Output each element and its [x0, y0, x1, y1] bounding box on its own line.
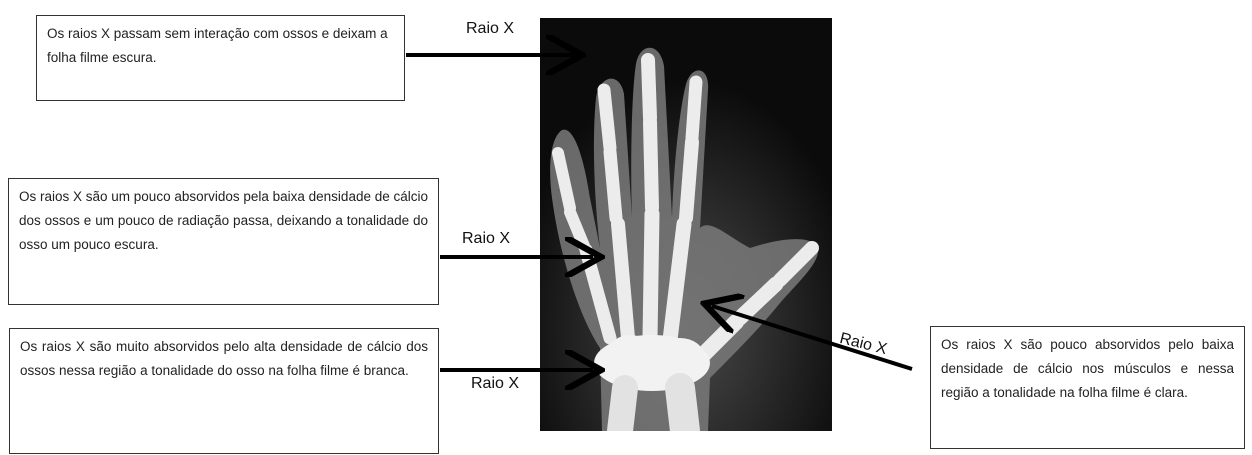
text-box-right: Os raios X são pouco absorvidos pelo bai… [930, 326, 1245, 449]
text-box-top: Os raios X passam sem interação com osso… [36, 15, 405, 101]
label-raio-x-top: Raio X [466, 20, 514, 38]
label-raio-x-bottom: Raio X [471, 375, 519, 393]
label-raio-x-middle: Raio X [462, 230, 510, 248]
arrow-right [712, 306, 912, 369]
text-box-bottom: Os raios X são muito absorvidos pelo alt… [9, 328, 439, 454]
text-box-middle: Os raios X são um pouco absorvidos pela … [8, 178, 439, 305]
